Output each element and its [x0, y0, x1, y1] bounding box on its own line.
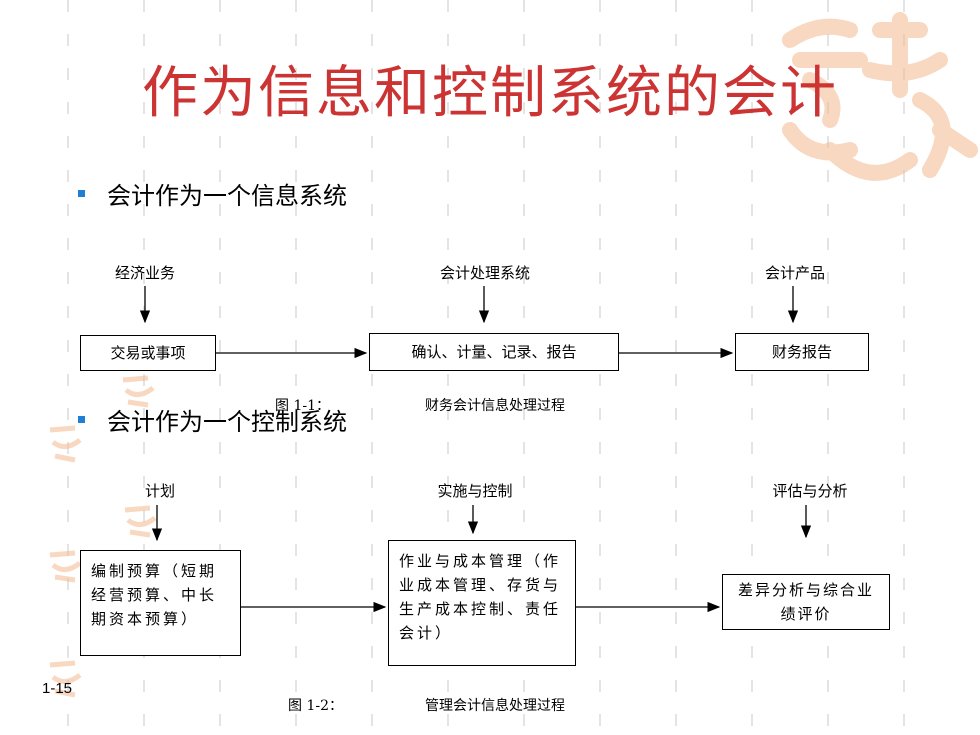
bullet-text: 会计作为一个控制系统 — [107, 408, 347, 436]
label-plan: 计划 — [144, 482, 175, 500]
box-variance-analysis: 差异分析与综合业绩评价 — [722, 574, 890, 630]
bullet-text: 会计作为一个信息系统 — [107, 182, 347, 210]
box-budgeting: 编制预算（短期经营预算、中长期资本预算） — [80, 550, 241, 656]
bullet-icon — [78, 416, 85, 423]
bullet-info-system: 会计作为一个信息系统 — [78, 176, 347, 211]
label-accounting-product: 会计产品 — [764, 264, 825, 282]
figure1-caption: 财务会计信息处理过程 — [425, 398, 565, 414]
box-processing: 确认、计量、记录、报告 — [369, 333, 619, 371]
seal-watermark-small-icon — [45, 545, 85, 585]
box-cost-management: 作业与成本管理（作业成本管理、存货与生产成本控制、责任会计） — [388, 540, 576, 666]
seal-watermark-small-icon — [45, 420, 85, 465]
label-economic-business: 经济业务 — [114, 264, 175, 282]
bullet-icon — [78, 190, 85, 197]
seal-watermark-small-icon — [120, 500, 160, 540]
box-transactions: 交易或事项 — [80, 335, 216, 371]
seal-watermark-small-icon — [118, 370, 158, 410]
page-title: 作为信息和控制系统的会计 — [142, 61, 838, 126]
label-evaluate-analyze: 评估与分析 — [772, 482, 848, 500]
label-implement-control: 实施与控制 — [437, 482, 513, 500]
figure2-caption: 管理会计信息处理过程 — [425, 698, 565, 714]
figure2-caption-prefix: 图 1-2： — [288, 698, 343, 714]
seal-watermark-icon — [770, 0, 980, 200]
slide-number: 1-15 — [42, 680, 73, 697]
figure1-caption-prefix: 图 1-1： — [275, 398, 330, 414]
box-financial-report: 财务报告 — [735, 333, 869, 371]
label-accounting-system: 会计处理系统 — [439, 264, 530, 282]
bullet-control-system: 会计作为一个控制系统 — [78, 402, 347, 437]
seal-watermark-small-icon — [45, 655, 85, 700]
